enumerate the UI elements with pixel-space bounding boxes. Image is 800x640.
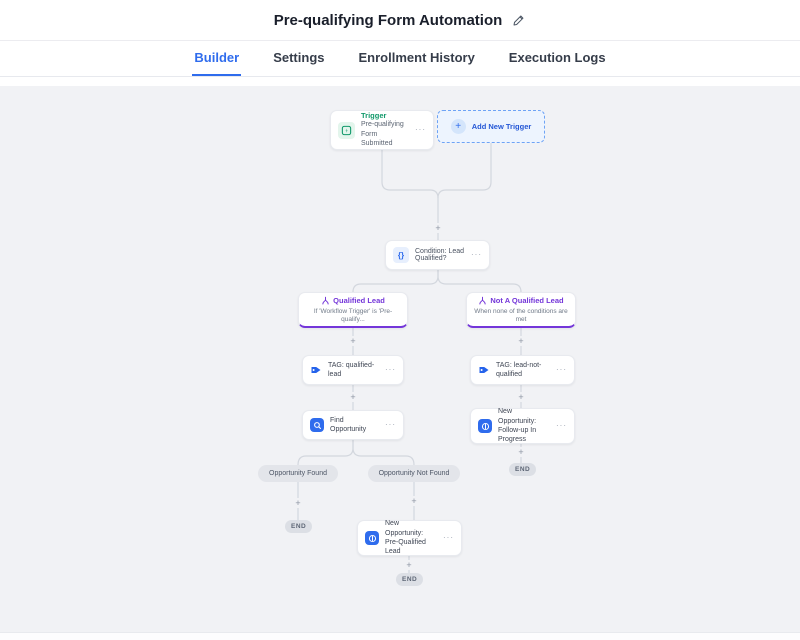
condition-braces-icon: {} [393, 247, 409, 263]
tab-builder[interactable]: Builder [192, 41, 242, 76]
end-badge: END [509, 463, 537, 476]
trigger-label: Trigger [361, 111, 387, 121]
branch-split-icon [479, 296, 487, 305]
branch-not-qualified-lead[interactable]: Not A Qualified Lead When none of the co… [466, 292, 576, 328]
tag-icon [478, 364, 490, 376]
branch-qualified-title: Qualified Lead [333, 296, 385, 306]
action-tag-qualified-lead[interactable]: TAG: qualified-lead ··· [302, 355, 404, 385]
branch-not-qualified-title: Not A Qualified Lead [490, 296, 564, 306]
insert-action-icon[interactable]: + [516, 447, 526, 457]
tab-bar: Builder Settings Enrollment History Exec… [0, 41, 800, 77]
insert-action-icon[interactable]: + [516, 392, 526, 402]
action-new-opportunity-followup[interactable]: New Opportunity: Follow-up In Progress ·… [470, 408, 575, 444]
insert-action-icon[interactable]: + [433, 223, 443, 233]
action-menu-icon[interactable]: ··· [443, 533, 454, 542]
tab-execution-logs[interactable]: Execution Logs [508, 50, 606, 65]
workflow-canvas[interactable]: Trigger Pre-qualifying Form Submitted ··… [0, 86, 800, 632]
action-label: New Opportunity: Follow-up In Progress [498, 408, 537, 444]
tabbar-canvas-gap [0, 77, 800, 86]
insert-action-icon[interactable]: + [404, 560, 414, 570]
action-label: TAG: lead-not-qualified [496, 361, 542, 378]
pencil-icon [513, 15, 524, 25]
tag-icon [310, 364, 322, 376]
action-menu-icon[interactable]: ··· [556, 421, 567, 430]
insert-action-icon[interactable]: + [409, 496, 419, 506]
condition-node[interactable]: {} Condition: Lead Qualified? ··· [385, 240, 490, 270]
action-label: TAG: qualified-lead [328, 361, 375, 378]
insert-action-icon[interactable]: + [348, 336, 358, 346]
branch-qualified-lead[interactable]: Qualified Lead If 'Workflow Trigger' is … [298, 292, 408, 328]
edit-title-button[interactable] [510, 12, 526, 28]
trigger-name: Pre-qualifying Form Submitted [361, 121, 404, 148]
branch-split-icon [322, 296, 329, 305]
page-header: Pre-qualifying Form Automation [0, 0, 800, 41]
action-label: Find Opportunity [330, 416, 367, 433]
horizontal-scroll-area[interactable] [0, 632, 800, 640]
add-new-trigger-button[interactable]: + Add New Trigger [437, 110, 545, 143]
action-new-opportunity-prequalified[interactable]: New Opportunity: Pre-Qualified Lead ··· [357, 520, 462, 556]
form-trigger-icon [338, 121, 355, 139]
end-badge: END [285, 520, 313, 533]
branch-not-qualified-subtitle: When none of the conditions are met [474, 307, 568, 323]
opportunity-search-icon [310, 418, 324, 432]
add-new-trigger-label: Add New Trigger [471, 122, 532, 131]
action-tag-lead-not-qualified[interactable]: TAG: lead-not-qualified ··· [470, 355, 575, 385]
plus-icon: + [450, 119, 466, 134]
insert-action-icon[interactable]: + [516, 336, 526, 346]
outcome-opportunity-not-found: Opportunity Not Found [368, 465, 460, 482]
condition-menu-icon[interactable]: ··· [471, 250, 482, 259]
outcome-opportunity-found: Opportunity Found [258, 465, 338, 482]
insert-action-icon[interactable]: + [293, 498, 303, 508]
insert-action-icon[interactable]: + [348, 392, 358, 402]
condition-label: Condition: Lead Qualified? [415, 248, 465, 262]
tab-settings[interactable]: Settings [273, 50, 325, 65]
trigger-node[interactable]: Trigger Pre-qualifying Form Submitted ··… [330, 110, 434, 150]
action-menu-icon[interactable]: ··· [385, 420, 396, 429]
branch-qualified-subtitle: If 'Workflow Trigger' is 'Pre-qualify... [313, 307, 393, 323]
tab-enrollment-history[interactable]: Enrollment History [358, 50, 475, 65]
opportunity-icon [365, 531, 379, 545]
action-menu-icon[interactable]: ··· [556, 365, 567, 374]
trigger-menu-icon[interactable]: ··· [415, 125, 426, 134]
action-find-opportunity[interactable]: Find Opportunity ··· [302, 410, 404, 440]
opportunity-icon [478, 419, 492, 433]
action-label: New Opportunity: Pre-Qualified Lead [385, 520, 426, 556]
end-badge: END [396, 573, 424, 586]
action-menu-icon[interactable]: ··· [385, 365, 396, 374]
page-title: Pre-qualifying Form Automation [273, 11, 503, 29]
